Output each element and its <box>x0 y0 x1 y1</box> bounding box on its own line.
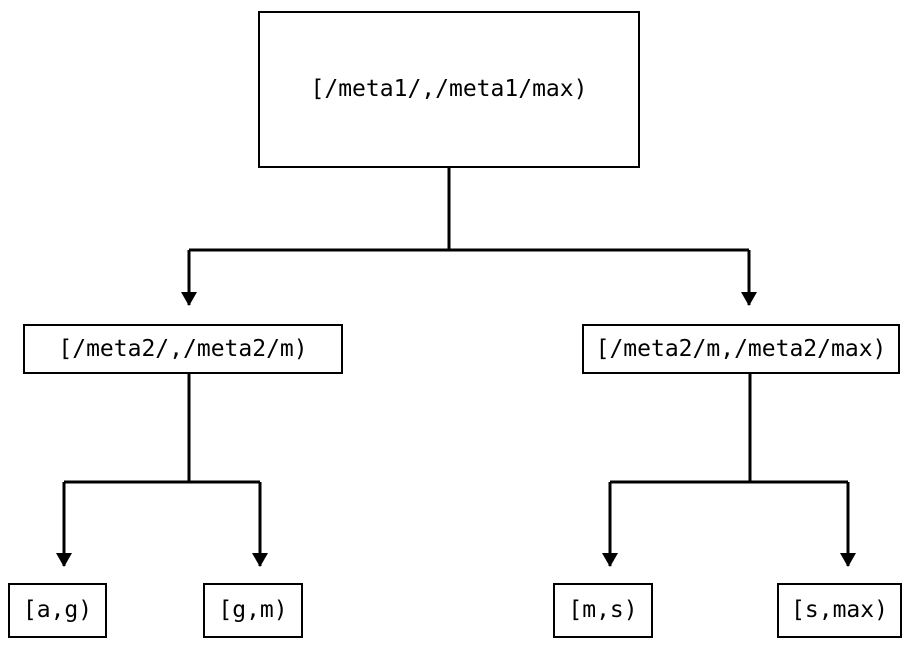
node-right-branch-label: [/meta2/m,/meta2/max) <box>595 335 887 362</box>
node-right-branch[interactable]: [/meta2/m,/meta2/max) <box>582 324 900 374</box>
node-leaf-ag-label: [a,g) <box>22 597 93 623</box>
node-leaf-smax[interactable]: [s,max) <box>777 583 902 638</box>
node-leaf-ag[interactable]: [a,g) <box>8 583 107 638</box>
node-leaf-gm-label: [g,m) <box>218 597 288 623</box>
arrowhead-left-branch <box>181 292 197 306</box>
node-root-label: [/meta1/,/meta1/max) <box>310 76 588 102</box>
node-left-branch[interactable]: [/meta2/,/meta2/m) <box>23 324 343 374</box>
node-leaf-ms[interactable]: [m,s) <box>553 583 653 638</box>
arrowhead-leaf-ms <box>602 553 618 567</box>
arrowhead-leaf-smax <box>840 553 856 567</box>
node-left-branch-label: [/meta2/,/meta2/m) <box>58 335 308 362</box>
node-leaf-smax-label: [s,max) <box>791 597 888 623</box>
node-leaf-ms-label: [m,s) <box>568 597 638 623</box>
arrowhead-leaf-ag <box>56 553 72 567</box>
node-leaf-gm[interactable]: [g,m) <box>203 583 303 638</box>
node-root[interactable]: [/meta1/,/meta1/max) <box>258 11 640 168</box>
arrowhead-right-branch <box>741 292 757 306</box>
arrowhead-leaf-gm <box>252 553 268 567</box>
